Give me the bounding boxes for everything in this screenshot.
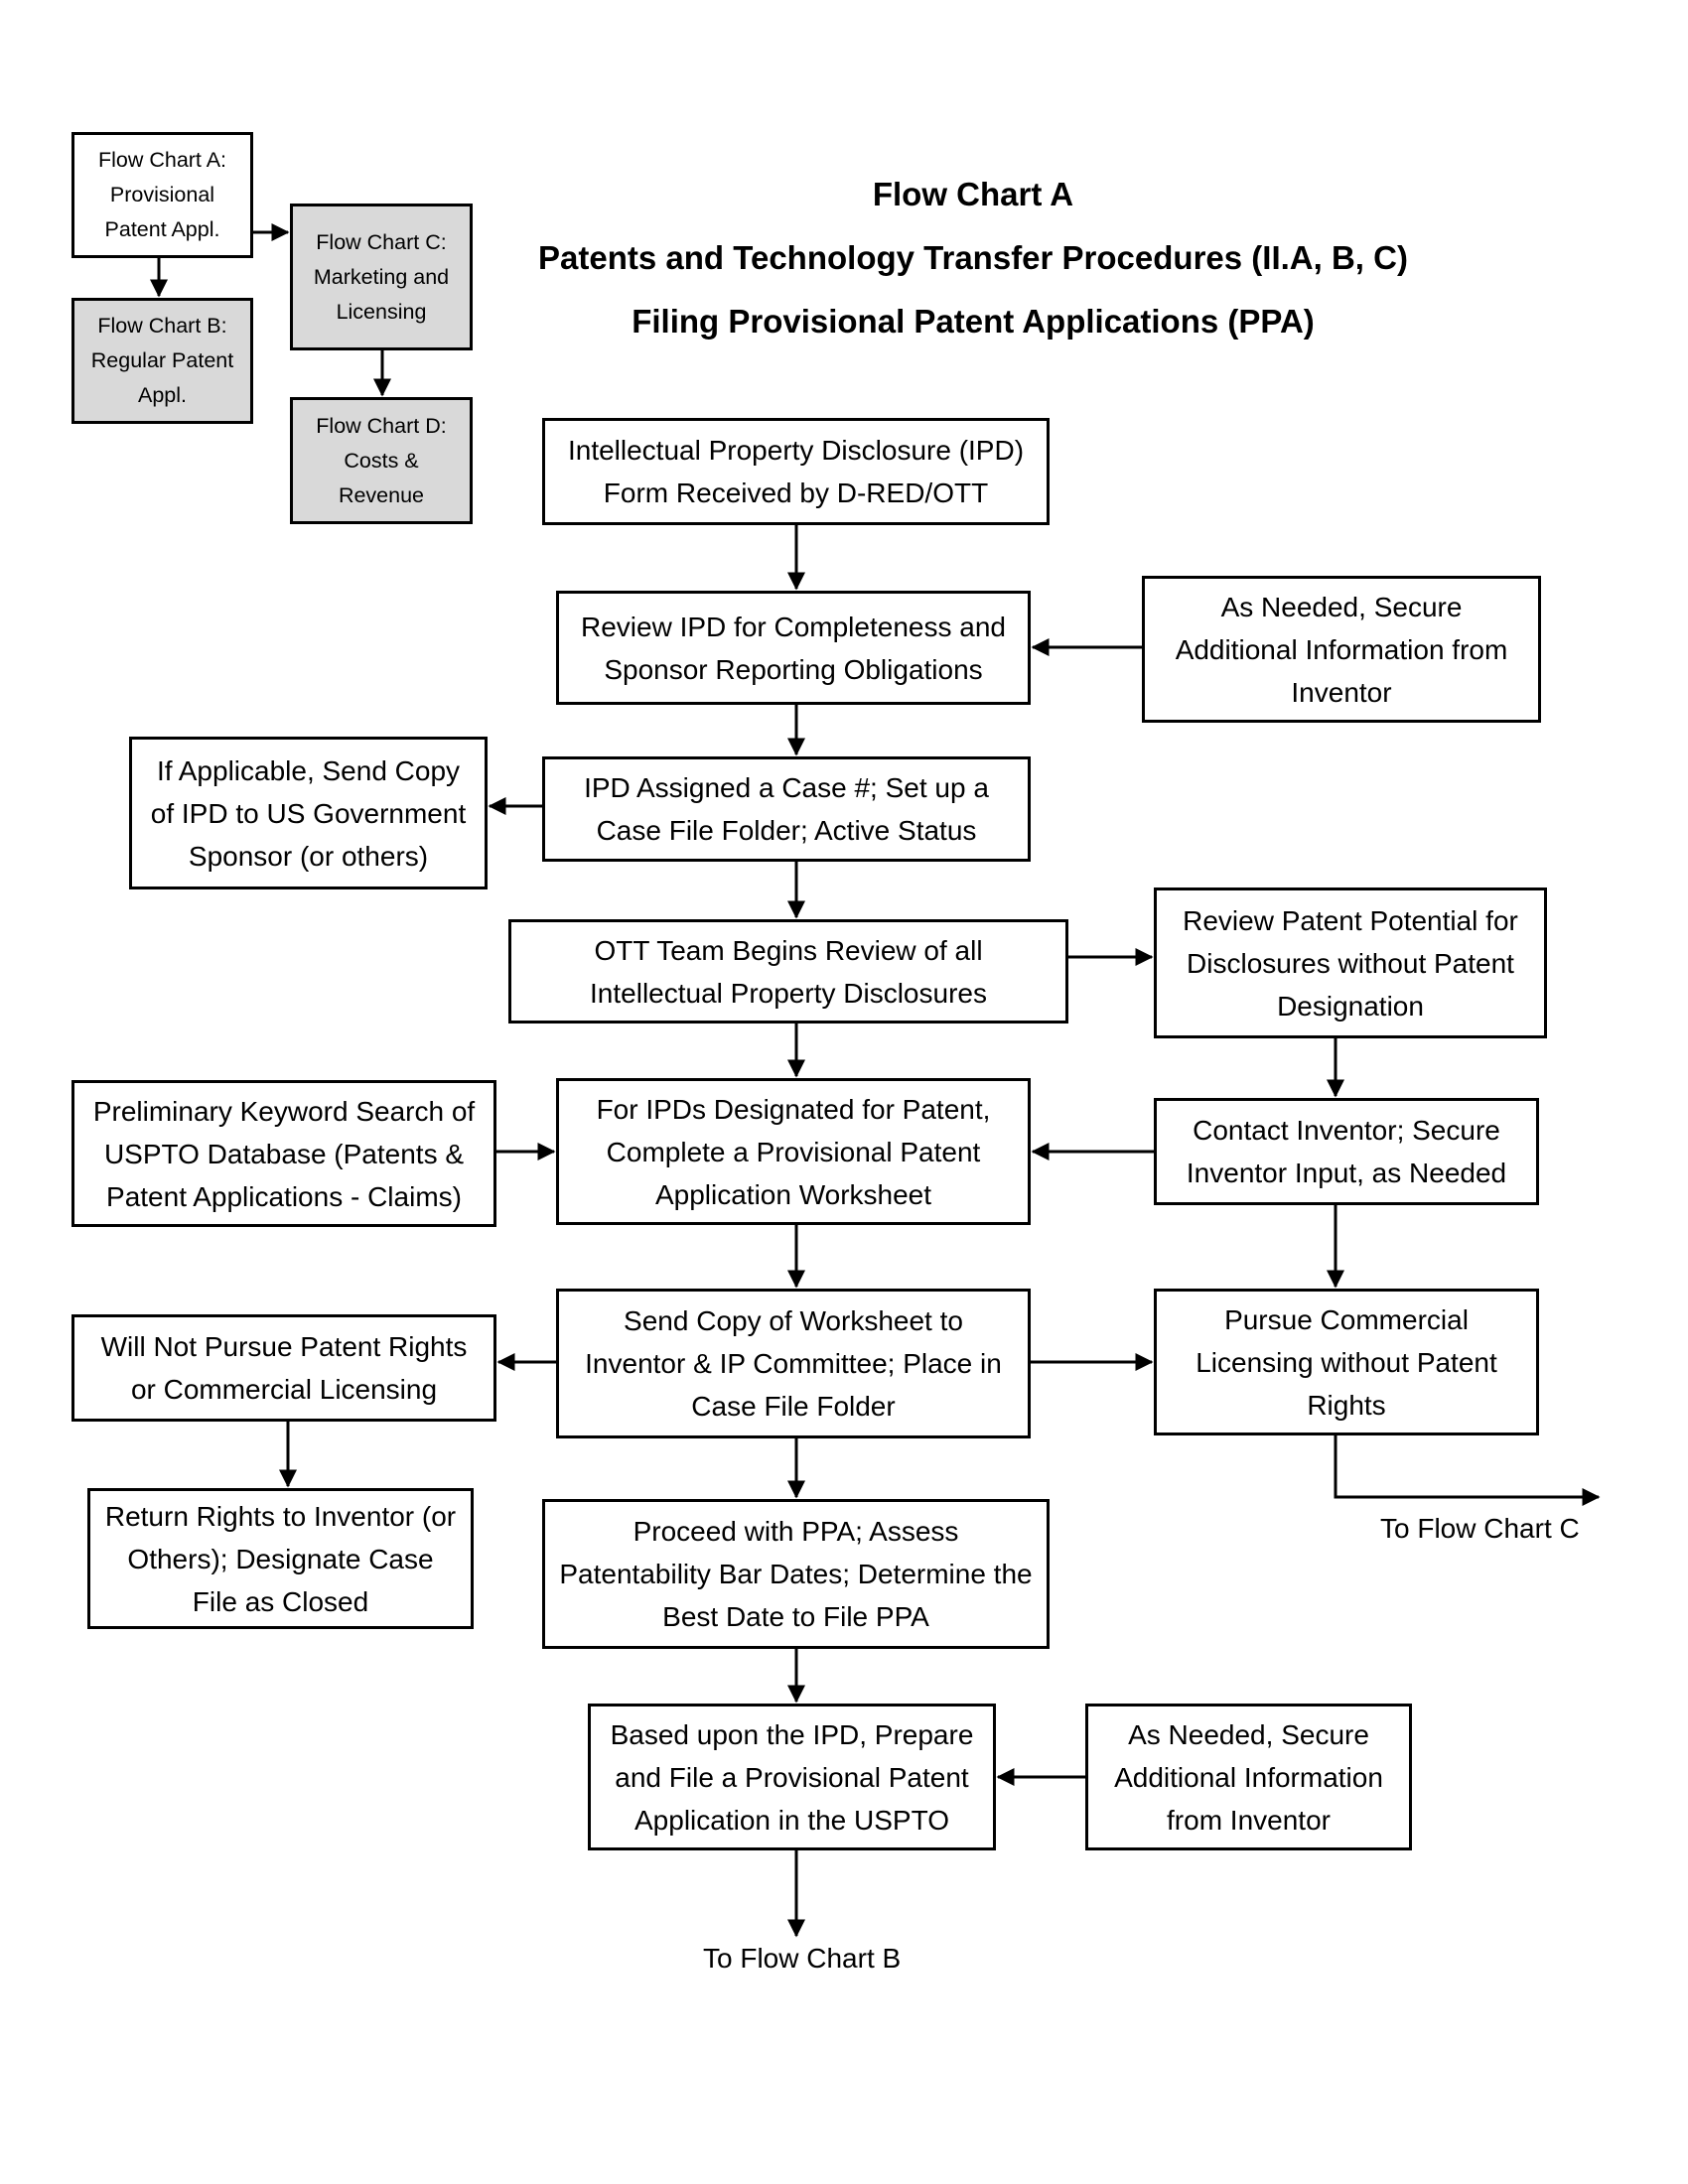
step-ipd-received: Intellectual Property Disclosure (IPD) F…	[542, 418, 1050, 525]
step-review-ipd-label: Review IPD for Completeness and Sponsor …	[581, 611, 1006, 685]
step-prepare-file: Based upon the IPD, Prepare and File a P…	[588, 1704, 996, 1850]
step-not-pursue-label: Will Not Pursue Patent Rights or Commerc…	[100, 1331, 468, 1405]
step-review-potential-label: Review Patent Potential for Disclosures …	[1183, 904, 1518, 1022]
nav-flow-chart-c-label: Flow Chart C: Marketing and Licensing	[313, 229, 450, 324]
diagram-subtitle: Patents and Technology Transfer Procedur…	[538, 239, 1408, 276]
step-proceed-ppa: Proceed with PPA; Assess Patentability B…	[542, 1499, 1050, 1649]
step-secure-info-2-label: As Needed, Secure Additional Information…	[1114, 1718, 1383, 1836]
step-contact-inventor: Contact Inventor; Secure Inventor Input,…	[1154, 1098, 1539, 1205]
step-pursue-licensing-label: Pursue Commercial Licensing without Pate…	[1196, 1303, 1497, 1421]
step-review-potential: Review Patent Potential for Disclosures …	[1154, 887, 1547, 1038]
nav-flow-chart-d-label: Flow Chart D: Costs & Revenue	[316, 413, 447, 507]
step-not-pursue: Will Not Pursue Patent Rights or Commerc…	[71, 1314, 496, 1422]
step-worksheet-label: For IPDs Designated for Patent, Complete…	[596, 1093, 991, 1210]
to-flow-chart-b-label: To Flow Chart B	[703, 1943, 902, 1974]
step-ott-review-label: OTT Team Begins Review of all Intellectu…	[590, 934, 987, 1009]
step-secure-info-1-label: As Needed, Secure Additional Information…	[1175, 591, 1508, 708]
step-secure-info-2: As Needed, Secure Additional Information…	[1085, 1704, 1412, 1850]
step-send-worksheet: Send Copy of Worksheet to Inventor & IP …	[556, 1289, 1031, 1438]
nav-flow-chart-a-label: Flow Chart A: Provisional Patent Appl.	[97, 148, 227, 241]
nav-flow-chart-a: Flow Chart A: Provisional Patent Appl.	[71, 132, 253, 258]
step-prepare-file-label: Based upon the IPD, Prepare and File a P…	[610, 1718, 974, 1836]
step-send-worksheet-label: Send Copy of Worksheet to Inventor & IP …	[585, 1305, 1002, 1422]
step-assign-case-label: IPD Assigned a Case #; Set up a Case Fil…	[584, 772, 989, 846]
step-return-rights: Return Rights to Inventor (or Others); D…	[87, 1488, 474, 1629]
step-assign-case: IPD Assigned a Case #; Set up a Case Fil…	[542, 756, 1031, 862]
to-flow-chart-c-label: To Flow Chart C	[1380, 1513, 1580, 1544]
step-contact-inventor-label: Contact Inventor; Secure Inventor Input,…	[1186, 1115, 1507, 1188]
step-worksheet: For IPDs Designated for Patent, Complete…	[556, 1078, 1031, 1225]
nav-flow-chart-d: Flow Chart D: Costs & Revenue	[290, 397, 473, 524]
step-keyword-search-label: Preliminary Keyword Search of USPTO Data…	[92, 1095, 476, 1212]
nav-flow-chart-c: Flow Chart C: Marketing and Licensing	[290, 204, 473, 350]
nav-flow-chart-b-label: Flow Chart B: Regular Patent Appl.	[90, 314, 234, 407]
step-send-copy-gov-label: If Applicable, Send Copy of IPD to US Go…	[150, 754, 467, 872]
diagram-subtitle-2: Filing Provisional Patent Applications (…	[632, 303, 1315, 340]
arrow-licensing-to-chart-c	[1334, 1435, 1601, 1506]
step-ott-review: OTT Team Begins Review of all Intellectu…	[508, 919, 1068, 1024]
step-review-ipd: Review IPD for Completeness and Sponsor …	[556, 591, 1031, 705]
step-return-rights-label: Return Rights to Inventor (or Others); D…	[104, 1500, 457, 1617]
step-secure-info-1: As Needed, Secure Additional Information…	[1142, 576, 1541, 723]
step-proceed-ppa-label: Proceed with PPA; Assess Patentability B…	[559, 1516, 1033, 1632]
diagram-title: Flow Chart A	[872, 176, 1074, 212]
step-pursue-licensing: Pursue Commercial Licensing without Pate…	[1154, 1289, 1539, 1435]
step-ipd-received-label: Intellectual Property Disclosure (IPD) F…	[567, 435, 1025, 508]
nav-flow-chart-b: Flow Chart B: Regular Patent Appl.	[71, 298, 253, 424]
step-keyword-search: Preliminary Keyword Search of USPTO Data…	[71, 1080, 496, 1227]
step-send-copy-gov: If Applicable, Send Copy of IPD to US Go…	[129, 737, 488, 889]
